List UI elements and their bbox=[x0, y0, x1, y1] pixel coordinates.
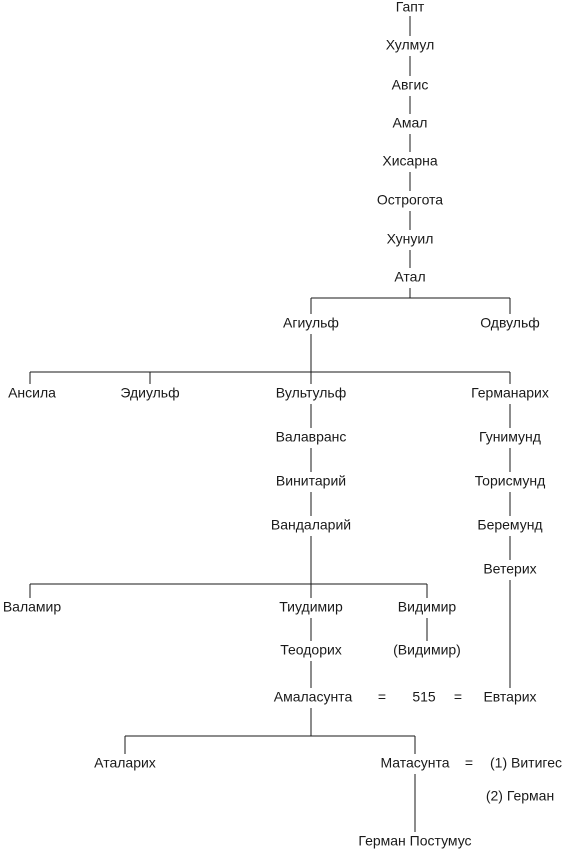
node-tiudimir: Тиудимир bbox=[279, 599, 343, 615]
node-gapt: Гапт bbox=[396, 0, 425, 15]
node-valavrans: Валавранс bbox=[276, 429, 347, 445]
node-vinitariy: Винитарий bbox=[276, 473, 346, 489]
node-vidimir-jr: (Видимир) bbox=[393, 642, 461, 658]
node-german-postumus: Герман Постумус bbox=[358, 833, 471, 849]
node-vidimir: Видимир bbox=[398, 599, 457, 615]
node-amalasunta: Амаласунта bbox=[274, 689, 353, 705]
node-hunuil: Хунуил bbox=[387, 231, 434, 247]
node-germanarih: Германарих bbox=[471, 385, 549, 401]
node-odvulf: Одвульф bbox=[480, 315, 540, 331]
node-veterih: Ветерих bbox=[483, 561, 536, 577]
marriage-1-year: 515 bbox=[412, 689, 436, 705]
marriage-2-eq: = bbox=[465, 755, 473, 771]
person-labels: Гапт Хулмул Авгис Амал Хисарна Острогота… bbox=[3, 0, 562, 849]
connector-lines bbox=[29, 16, 511, 832]
node-avgis: Авгис bbox=[392, 77, 429, 93]
node-hisarna: Хисарна bbox=[382, 153, 437, 169]
node-torismund: Торисмунд bbox=[475, 473, 546, 489]
node-german: (2) Герман bbox=[486, 788, 554, 804]
node-ostrogota: Острогота bbox=[377, 192, 443, 208]
node-agiulf: Агиульф bbox=[283, 315, 339, 331]
node-beremund: Беремунд bbox=[477, 517, 542, 533]
marriage-1-eq-right: = bbox=[454, 689, 462, 705]
node-gunimund: Гунимунд bbox=[479, 429, 541, 445]
node-amal: Амал bbox=[393, 115, 428, 131]
marriage-1-eq-left: = bbox=[378, 689, 386, 705]
node-vultulf: Вультульф bbox=[276, 385, 347, 401]
node-atalarih: Аталарих bbox=[94, 755, 156, 771]
node-vandalariy: Вандаларий bbox=[271, 517, 351, 533]
node-teodorih: Теодорих bbox=[280, 642, 342, 658]
node-evtarih: Евтарих bbox=[483, 689, 536, 705]
node-hulmul: Хулмул bbox=[386, 37, 435, 53]
node-ediulf: Эдиульф bbox=[120, 385, 179, 401]
node-ansila: Ансила bbox=[8, 385, 56, 401]
node-valamir: Валамир bbox=[3, 599, 62, 615]
node-vitiges: (1) Витигес bbox=[490, 755, 562, 771]
node-matasunta: Матасунта bbox=[380, 755, 449, 771]
node-atal: Атал bbox=[394, 269, 425, 285]
